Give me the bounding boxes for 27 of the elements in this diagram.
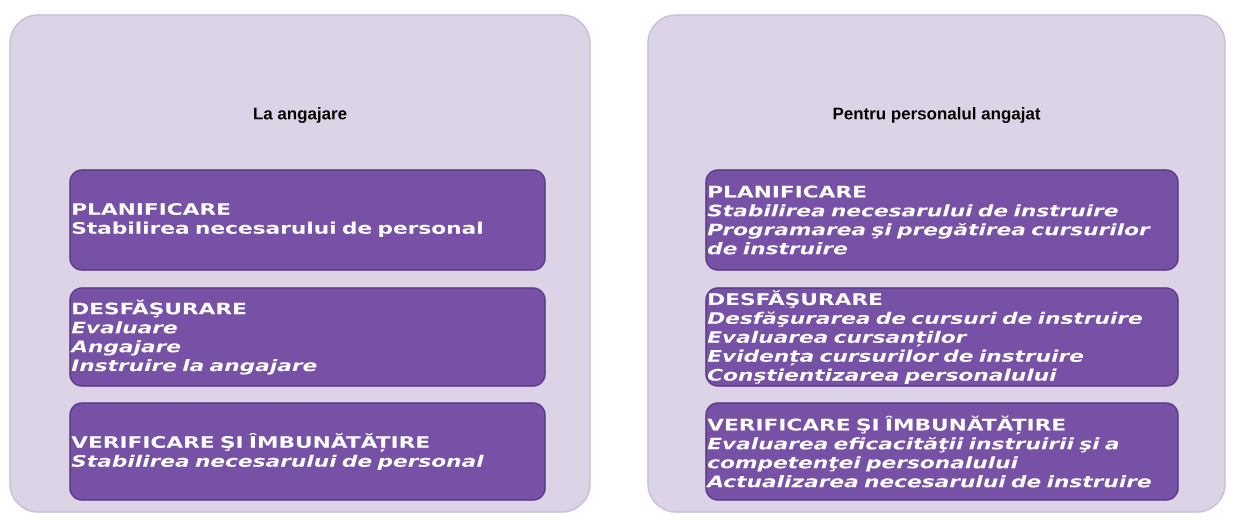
body-text: Angajare [69, 340, 181, 356]
body-text: Evaluarea eficacităţii instruirii şi a competenţei personalului [707, 437, 1119, 472]
box-heading: DESFĂŞURARE [73, 299, 246, 318]
process-box [69, 169, 546, 271]
body-text: Stabilirea necesarului de personal [72, 221, 482, 238]
body-text: Evidența cursurilor de instruire [707, 349, 1084, 366]
panel-title: La angajare [254, 107, 347, 123]
body-text: Instruire la angajare [71, 359, 317, 375]
body-text: Conştientizarea personalului [708, 368, 1057, 384]
body-text: Evaluarea cursanților [707, 330, 968, 347]
box-heading: VERIFICARE ŞI ÎMBUNĂTĂȚIRE [707, 415, 1065, 435]
body-text: Actualizarea necesarului de instruire [705, 475, 1151, 488]
box-heading: VERIFICARE ŞI ÎMBUNĂTĂȚIRE [71, 432, 429, 452]
process-box [705, 169, 1179, 271]
box-heading: DESFĂŞURARE [709, 290, 882, 309]
process-box [69, 402, 546, 501]
process-box [69, 287, 546, 387]
body-text: Stabilirea necesarului de instruire [707, 204, 1118, 217]
box-heading: PLANIFICARE [73, 202, 230, 215]
body-text: Stabilirea necesarului de personal [71, 454, 484, 471]
process-box [705, 287, 1179, 387]
body-text: Programarea şi pregătirea cursurilor de instruire [707, 222, 1151, 255]
box-heading: PLANIFICARE [709, 185, 866, 198]
panel-title: Pentru personalul angajat [833, 107, 1041, 123]
body-text: Desfăşurarea de cursuri de instruire [707, 311, 1142, 327]
body-text: Evaluare [71, 321, 177, 334]
process-box [705, 402, 1179, 501]
